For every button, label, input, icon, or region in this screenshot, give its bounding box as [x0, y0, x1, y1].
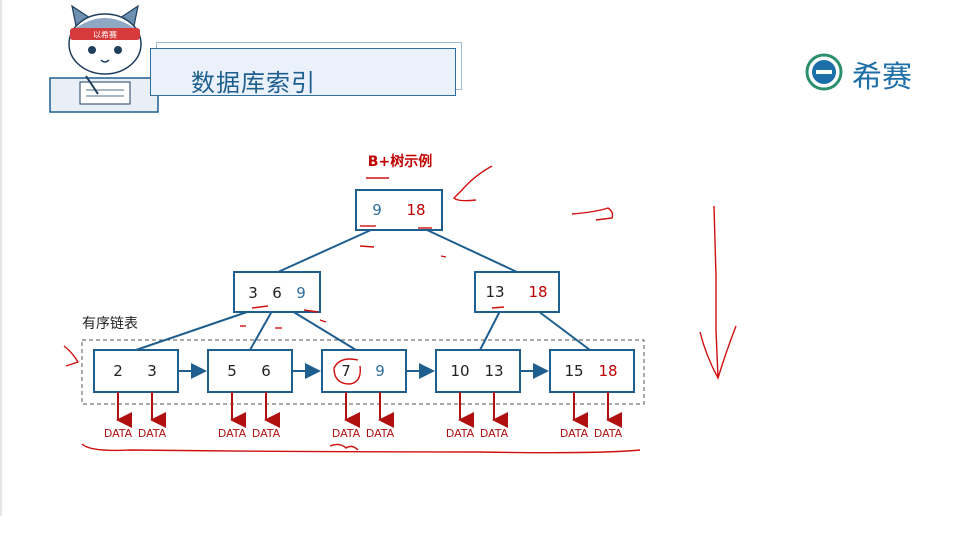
- leaf-node-box: [435, 349, 521, 393]
- logo-text: 希赛: [852, 60, 912, 95]
- data-label: DATA: [104, 427, 133, 440]
- leaf-key: 9: [375, 362, 385, 380]
- leaf-key: 18: [598, 362, 617, 380]
- annotation-dash: [359, 245, 375, 248]
- leaf-key: 13: [484, 362, 503, 380]
- internal-node-box: [474, 271, 560, 313]
- annotation-long-arrow-shaft: [713, 205, 719, 379]
- internal-key: 18: [528, 283, 547, 301]
- data-label: DATA: [480, 427, 509, 440]
- leaf-node-box: [207, 349, 293, 393]
- internal-node-box: [233, 271, 321, 313]
- annotation-scribble-right: [571, 207, 614, 221]
- data-label: DATA: [366, 427, 395, 440]
- data-label: DATA: [560, 427, 589, 440]
- internal-node-right: 13 18: [474, 271, 560, 313]
- annotation-circle-7: [333, 358, 361, 385]
- annotation-long-arrow-head: [699, 325, 737, 380]
- linked-list-label: 有序链表: [82, 316, 138, 332]
- data-label: DATA: [594, 427, 623, 440]
- data-label: DATA: [446, 427, 475, 440]
- mascot-badge: 以希赛: [93, 30, 117, 40]
- internal-key: 6: [272, 284, 282, 302]
- internal-key: 13: [485, 283, 504, 301]
- logo-e-icon: [805, 53, 843, 91]
- internal-node-left: 3 6 9: [233, 271, 321, 313]
- edge-internal-leaf-4: [479, 310, 501, 351]
- annotation-dash: [251, 305, 269, 309]
- title-banner-box: 数据库索引: [150, 48, 456, 97]
- edge-internal-leaf-3: [291, 310, 357, 351]
- data-label: DATA: [218, 427, 247, 440]
- annotation-squiggle: [329, 443, 359, 451]
- edge-internal-leaf-2: [249, 310, 273, 351]
- data-label: DATA: [138, 427, 167, 440]
- root-key: 18: [406, 201, 425, 219]
- annotation-arrow-root: [453, 165, 493, 202]
- linked-list-frame: [81, 339, 645, 405]
- title-banner: 数据库索引: [150, 42, 462, 98]
- leaf-key: 6: [261, 362, 271, 380]
- data-label: DATA: [252, 427, 281, 440]
- annotations: [63, 165, 737, 454]
- leaf-key: 5: [227, 362, 237, 380]
- leaf-key: 7: [341, 362, 351, 380]
- edge-root-right: [426, 229, 518, 273]
- leaf-key: 2: [113, 362, 123, 380]
- tree-edges: [135, 229, 591, 351]
- leaf-node-box: [549, 349, 635, 393]
- edge-internal-leaf-5: [537, 310, 591, 351]
- annotation-dash: [303, 309, 319, 313]
- diagram-caption: B+树示例: [368, 153, 432, 170]
- root-key: 9: [372, 201, 382, 219]
- data-label: DATA: [332, 427, 361, 440]
- leaf-key: 15: [564, 362, 583, 380]
- page-title: 数据库索引: [191, 69, 316, 97]
- leaf-key: 3: [147, 362, 157, 380]
- leaf-node-box: [321, 349, 407, 393]
- annotation-dash: [440, 255, 447, 258]
- annotation-underline-data: [81, 443, 641, 454]
- slide-edge: [0, 0, 2, 516]
- root-node-box: [355, 189, 443, 231]
- leaf-key: 10: [450, 362, 469, 380]
- internal-key: 9: [296, 284, 306, 302]
- internal-key: 3: [248, 284, 258, 302]
- leaf-node-box: [93, 349, 179, 393]
- edge-root-left: [277, 229, 372, 273]
- root-node: 9 18: [355, 189, 443, 231]
- annotation-dash: [491, 306, 505, 309]
- mascot-cat-icon: 以希赛: [49, 4, 159, 113]
- edge-internal-leaf-1: [135, 310, 251, 351]
- annotation-arrow-left: [63, 345, 80, 367]
- brand-logo: 希赛: [804, 52, 912, 95]
- annotation-dash: [319, 319, 327, 323]
